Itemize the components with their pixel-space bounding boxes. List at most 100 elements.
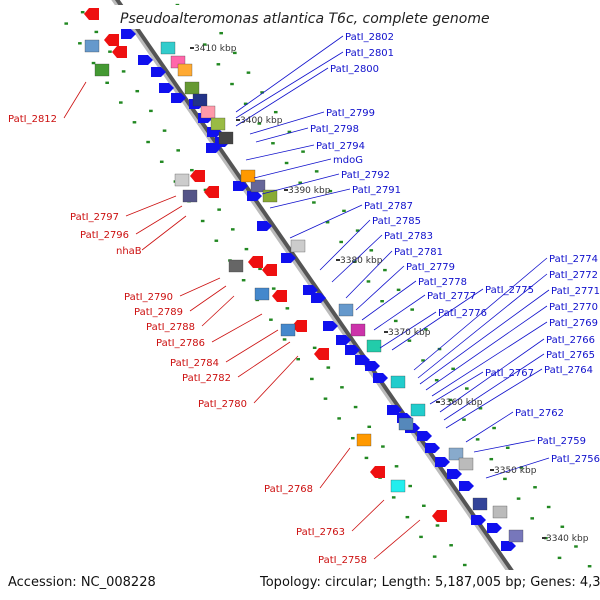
gene-label-forward: mdoG	[333, 155, 363, 166]
gene-arrow-forward	[365, 361, 380, 371]
tick-mark	[546, 505, 551, 509]
gene-block	[192, 93, 208, 107]
gene-block	[356, 433, 372, 447]
leader-line	[413, 257, 548, 371]
gene-arrow-forward	[138, 55, 153, 65]
tick-mark	[326, 366, 331, 369]
leader-line	[63, 81, 87, 119]
leader-line	[485, 457, 550, 479]
tick-mark	[350, 436, 355, 440]
gene-arrow-forward	[159, 83, 174, 93]
tick-mark	[105, 81, 109, 84]
gene-block	[338, 303, 354, 317]
tick-mark	[339, 240, 343, 244]
leader-line	[319, 219, 371, 271]
gene-arrow-forward	[121, 29, 136, 39]
gene-arrow-forward	[447, 469, 462, 479]
tick-mark	[282, 338, 287, 341]
map-title: Pseudoalteromonas atlantica T6c, complet…	[120, 11, 490, 27]
tick-mark	[560, 525, 565, 528]
gene-label-forward: PatI_2765	[546, 350, 595, 361]
tick-mark	[214, 239, 219, 242]
leader-line	[249, 111, 325, 135]
kbp-label: 3340 kbp	[546, 534, 589, 544]
leader-line	[141, 215, 187, 251]
kbp-label: 3360 kbp	[440, 398, 483, 408]
tick-mark	[260, 91, 264, 94]
tick-mark	[176, 149, 180, 152]
leader-line	[225, 329, 279, 363]
gene-label-forward: PatI_2764	[544, 365, 593, 376]
gene-block	[290, 239, 306, 253]
gene-arrow-forward	[373, 373, 388, 383]
tick-mark	[273, 110, 278, 114]
gene-label-forward: PatI_2794	[316, 141, 365, 152]
kbp-tick	[542, 537, 546, 539]
gene-arrow-reverse	[190, 170, 205, 182]
leader-line	[289, 204, 363, 239]
gene-arrow-forward	[417, 431, 432, 441]
gene-label-reverse: nhaB	[116, 246, 142, 257]
gene-arrow-reverse	[292, 320, 307, 332]
gene-arrow-reverse	[272, 290, 287, 302]
leader-line	[331, 234, 383, 283]
tick-mark	[64, 22, 69, 25]
tick-mark	[530, 517, 535, 520]
gene-block	[228, 259, 244, 273]
tick-mark	[202, 43, 207, 46]
kbp-label: 3370 kbp	[388, 328, 431, 338]
tick-mark	[462, 563, 467, 567]
gene-arrow-reverse	[432, 510, 447, 522]
tick-mark	[380, 300, 384, 303]
gene-label-forward: PatI_2799	[326, 108, 375, 119]
gene-label-forward: PatI_2776	[438, 308, 487, 319]
footer-backing	[0, 570, 600, 600]
leader-line	[201, 295, 235, 327]
tick-mark	[410, 308, 415, 311]
gene-arrow-reverse	[248, 256, 263, 268]
tick-mark	[437, 347, 442, 351]
gene-label-forward: PatI_2769	[549, 318, 598, 329]
tick-mark	[78, 42, 82, 45]
gene-label-forward: PatI_2775	[485, 285, 534, 296]
gene-label-forward: PatI_2785	[372, 216, 421, 227]
tick-mark	[271, 287, 276, 290]
tick-mark	[230, 82, 234, 86]
kbp-label: 3350 kbp	[494, 466, 537, 476]
gene-arrow-forward	[459, 481, 474, 491]
tick-mark	[149, 109, 153, 113]
leader-line	[391, 288, 484, 351]
leader-line	[269, 188, 351, 209]
tick-mark	[587, 565, 592, 568]
leader-line	[417, 273, 548, 379]
gene-label-forward: PatI_2759	[537, 436, 586, 447]
leader-line	[445, 368, 543, 429]
kbp-label: 3390 kbp	[288, 186, 331, 196]
gene-arrow-forward	[345, 345, 360, 355]
tick-mark	[342, 209, 346, 213]
gene-block	[160, 41, 176, 55]
tick-mark	[80, 10, 85, 14]
tick-mark	[340, 386, 344, 389]
kbp-tick	[236, 119, 240, 121]
tick-mark	[369, 249, 374, 252]
gene-label-forward: PatI_2777	[427, 291, 476, 302]
gene-arrow-forward	[257, 221, 272, 231]
gene-block	[410, 403, 426, 417]
gene-arrow-forward	[487, 523, 502, 533]
leader-line	[473, 439, 536, 453]
tick-mark	[574, 545, 578, 548]
leader-line	[261, 173, 340, 195]
tick-mark	[162, 129, 167, 132]
tick-mark	[243, 102, 248, 105]
tick-mark	[421, 359, 425, 362]
gene-block	[350, 323, 366, 337]
leader-line	[125, 195, 177, 217]
gene-arrow-forward	[336, 335, 351, 345]
gene-label-reverse: PatI_2789	[134, 307, 183, 318]
tick-mark	[301, 150, 305, 153]
gene-label-forward: PatI_2771	[551, 286, 600, 297]
leader-line	[429, 371, 484, 405]
tick-mark	[422, 504, 426, 507]
